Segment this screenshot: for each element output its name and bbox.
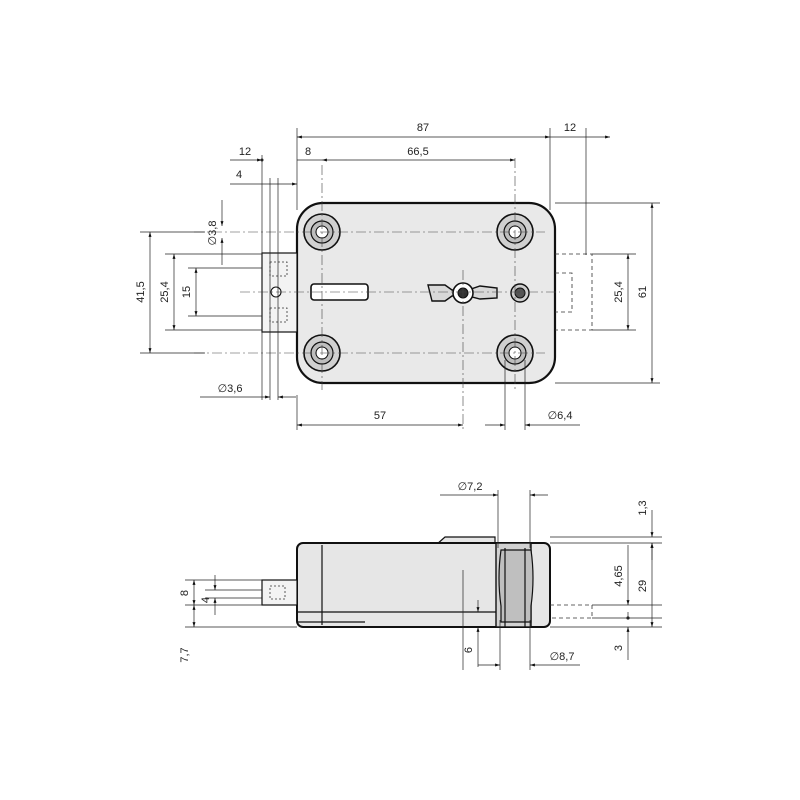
side-dimensions: ∅7,2 1,3 4,65 29 3 8 4 7,7 6 ∅8,7 xyxy=(179,481,662,670)
dim-15: 15 xyxy=(181,286,193,298)
dim-41-5: 41,5 xyxy=(135,281,147,302)
dim-57: 57 xyxy=(374,410,386,422)
dim-3: 3 xyxy=(613,645,625,651)
dim-dia-3-8: ∅3,8 xyxy=(207,221,219,246)
dim-66-5: 66,5 xyxy=(407,146,428,158)
front-view xyxy=(194,158,593,432)
dim-dia-6-4: ∅6,4 xyxy=(548,410,573,422)
front-dimensions: 87 12 66,5 8 12 4 ∅3,8 41,5 25,4 15 ∅ xyxy=(135,122,660,430)
dim-12-left: 12 xyxy=(239,146,251,158)
side-bolt xyxy=(261,579,298,606)
dim-6: 6 xyxy=(463,647,475,653)
dim-25-4-right: 25,4 xyxy=(613,281,625,302)
dim-dia-3-6: ∅3,6 xyxy=(218,383,243,395)
dim-8-side: 8 xyxy=(179,590,191,596)
dim-4-left: 4 xyxy=(236,169,242,181)
dim-87: 87 xyxy=(417,122,429,134)
dim-dia-7-2: ∅7,2 xyxy=(458,481,483,493)
dim-25-4-left: 25,4 xyxy=(159,281,171,302)
dim-61: 61 xyxy=(637,286,649,298)
pin-hole xyxy=(510,283,530,303)
right-bolt-dashed xyxy=(555,253,593,331)
side-view xyxy=(261,536,593,628)
dim-dia-8-7: ∅8,7 xyxy=(550,651,575,663)
dim-8: 8 xyxy=(305,146,311,158)
dim-4-65: 4,65 xyxy=(613,565,625,586)
dim-1-3: 1,3 xyxy=(637,500,649,515)
dim-12-right: 12 xyxy=(564,122,576,134)
dim-7-7: 7,7 xyxy=(179,647,191,662)
dim-29: 29 xyxy=(637,580,649,592)
dim-4-side: 4 xyxy=(200,597,212,603)
